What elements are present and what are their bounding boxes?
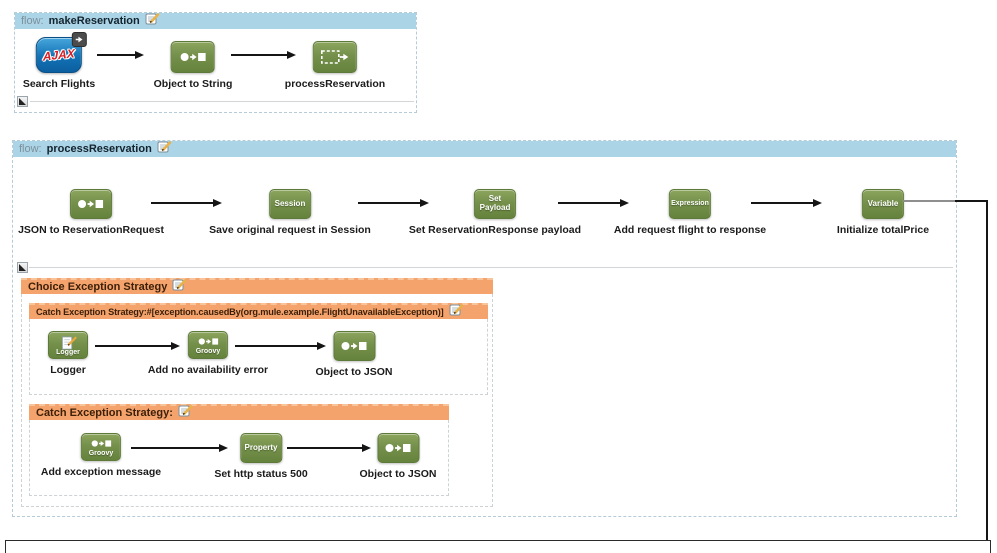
icon-badge-text: Logger [56, 348, 80, 356]
component-label: processReservation [284, 78, 386, 90]
transformer-icon[interactable] [376, 433, 419, 463]
component-object-to-string[interactable]: Object to String [153, 41, 233, 90]
transformer-icon[interactable] [171, 41, 215, 73]
flow-arrow [95, 342, 180, 350]
flow-container-makeReservation: flow: makeReservation AJAX Search Flight… [14, 12, 417, 113]
expression-icon[interactable]: Expression [668, 189, 711, 219]
component-label: Set http status 500 [214, 468, 308, 480]
groovy-transformer-icon[interactable]: Groovy [187, 331, 228, 359]
edit-icon[interactable] [172, 278, 187, 296]
transformer-icon[interactable] [70, 189, 112, 219]
outbound-arrow-badge [71, 32, 87, 47]
component-search-flights[interactable]: AJAX Search Flights [22, 32, 96, 90]
flow-arrow [151, 199, 222, 207]
session-variable-icon[interactable]: Session [268, 189, 311, 219]
catch-exception-strategy-1: Catch Exception Strategy:#[exception.cau… [29, 303, 488, 397]
flow-name-label: makeReservation [48, 15, 140, 27]
flow-arrow [751, 199, 822, 207]
icon-badge-text: Expression [671, 200, 709, 208]
component-set-reservationresponse-payload[interactable]: Set Payload Set ReservationResponse payl… [409, 189, 581, 236]
property-icon[interactable]: Property [239, 433, 282, 463]
variable-icon[interactable]: Variable [861, 189, 904, 219]
flow-arrow [558, 199, 629, 207]
set-payload-icon[interactable]: Set Payload [474, 189, 516, 219]
flow-prefix-label: flow: [21, 15, 44, 27]
flow-name-label: processReservation [46, 143, 152, 155]
component-label: Search Flights [22, 78, 96, 90]
flow-header-processReservation[interactable]: flow: processReservation [13, 141, 956, 157]
flow-arrow [287, 444, 371, 452]
bottom-panel [5, 540, 991, 553]
component-label: Object to String [153, 78, 233, 90]
connector-line [955, 200, 988, 202]
icon-badge-text: Variable [867, 198, 899, 208]
component-label: Add request flight to response [613, 224, 767, 236]
edit-icon[interactable] [157, 140, 172, 158]
choice-exception-strategy-header[interactable]: Choice Exception Strategy [21, 278, 493, 294]
icon-badge-text: Set Payload [479, 194, 511, 212]
component-label: Add no availability error [147, 364, 269, 376]
ajax-endpoint-icon[interactable]: AJAX [35, 32, 87, 73]
flow-arrow [358, 199, 429, 207]
component-json-to-reservationrequest[interactable]: JSON to ReservationRequest [18, 189, 164, 236]
icon-badge-text: Groovy [88, 450, 114, 458]
component-logger[interactable]: Logger Logger [48, 331, 88, 376]
flow-header-makeReservation[interactable]: flow: makeReservation [15, 13, 416, 29]
exception-strategy-title: Catch Exception Strategy:#[exception.cau… [36, 307, 444, 317]
icon-badge-text: Groovy [195, 348, 221, 356]
flow-separator [30, 101, 414, 102]
connector-line [903, 200, 955, 202]
component-set-http-status-500[interactable]: Property Set http status 500 [214, 433, 308, 480]
flow-arrow [235, 342, 326, 350]
flow-prefix-label: flow: [19, 143, 42, 155]
catch-exception-strategy-header[interactable]: Catch Exception Strategy: [29, 404, 449, 420]
component-label: Object to JSON [315, 366, 393, 378]
flow-separator [29, 267, 953, 268]
ajax-logo: AJAX [43, 46, 75, 64]
component-initialize-totalprice[interactable]: Variable Initialize totalPrice [837, 189, 929, 236]
collapse-exception-strategy-toggle[interactable] [17, 262, 28, 273]
component-add-exception-message[interactable]: Groovy Add exception message [41, 433, 161, 478]
catch-exception-strategy-body [29, 319, 488, 395]
component-save-request-session[interactable]: Session Save original request in Session [209, 189, 371, 236]
component-add-no-availability-error[interactable]: Groovy Add no availability error [148, 331, 268, 376]
transformer-icon[interactable] [332, 331, 375, 361]
edit-icon[interactable] [449, 303, 464, 321]
connector-line [986, 200, 988, 540]
component-object-to-json[interactable]: Object to JSON [359, 433, 437, 480]
component-label: Logger [50, 364, 86, 376]
collapse-exception-strategy-toggle[interactable] [17, 96, 28, 107]
component-label: Object to JSON [359, 468, 437, 480]
component-label: Add exception message [40, 466, 162, 478]
edit-icon[interactable] [145, 12, 160, 30]
icon-badge-text: Session [274, 198, 306, 208]
component-object-to-json[interactable]: Object to JSON [315, 331, 393, 378]
groovy-transformer-icon[interactable]: Groovy [81, 433, 121, 461]
choice-exception-strategy: Choice Exception Strategy Catch Exceptio… [21, 278, 493, 509]
icon-badge-text: Property [244, 442, 278, 452]
component-add-request-flight[interactable]: Expression Add request flight to respons… [614, 189, 766, 236]
exception-strategy-title: Choice Exception Strategy [28, 281, 168, 293]
logger-icon[interactable]: Logger [48, 331, 88, 359]
flow-arrow [231, 51, 296, 59]
edit-icon[interactable] [178, 404, 193, 422]
exception-strategy-title: Catch Exception Strategy: [36, 407, 173, 419]
flow-container-processReservation: flow: processReservation JSON to Reserva… [12, 140, 957, 517]
flow-arrow [131, 444, 228, 452]
component-label: JSON to ReservationRequest [18, 224, 164, 236]
component-label: Save original request in Session [209, 224, 371, 236]
flow-reference-icon[interactable] [312, 41, 357, 73]
component-label: Set ReservationResponse payload [408, 224, 582, 236]
flow-arrow [97, 51, 144, 59]
component-label: Initialize totalPrice [836, 224, 930, 236]
catch-exception-strategy-header[interactable]: Catch Exception Strategy:#[exception.cau… [29, 303, 488, 319]
component-process-reservation-ref[interactable]: processReservation [285, 41, 385, 90]
catch-exception-strategy-2: Catch Exception Strategy: Groovy Add exc… [29, 404, 449, 498]
